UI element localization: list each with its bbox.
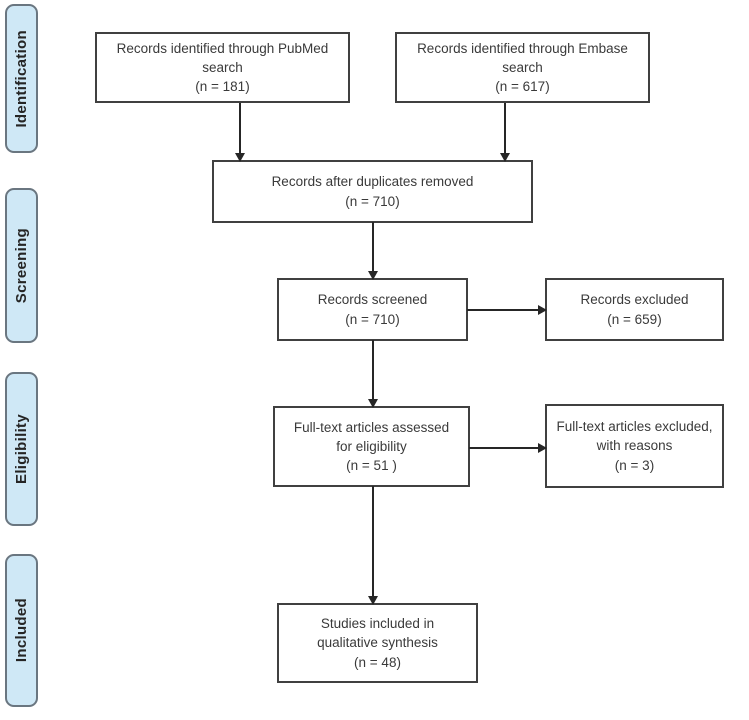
arrow-fulltext-to-excluded <box>469 447 546 449</box>
arrow-embase-to-duplicates <box>504 103 506 161</box>
arrow-duplicates-to-screened <box>372 222 374 279</box>
stage-label-text: Included <box>13 598 30 663</box>
box-text-line: (n = 181) <box>195 79 250 95</box>
stage-label-text: Identification <box>13 29 30 128</box>
box-text-line: Records screened <box>317 292 428 308</box>
stage-label-identification: Identification <box>5 4 38 153</box>
box-records-screened: Records screened (n = 710) <box>277 278 468 341</box>
box-text-line: (n = 710) <box>345 193 400 209</box>
box-records-identified-pubmed: Records identified through PubMed search… <box>95 32 350 103</box>
stage-label-text: Screening <box>13 227 30 304</box>
arrow-pubmed-to-duplicates <box>239 103 241 161</box>
box-text-line: qualitative synthesis <box>317 635 438 651</box>
box-text-line: Records after duplicates removed <box>271 174 474 190</box>
box-text-line: search <box>202 59 243 75</box>
box-text-line: Records identified through Embase <box>417 40 628 56</box>
box-text-line: Studies included in <box>320 616 435 632</box>
box-text-line: search <box>502 59 543 75</box>
box-text-line: for eligibility <box>336 438 407 454</box>
box-studies-included-qualitative-synthesis: Studies included in qualitative synthesi… <box>277 603 478 683</box>
box-text-line: (n = 48) <box>354 654 401 670</box>
box-text-line: Full-text articles excluded, <box>556 419 713 435</box>
box-text-line: (n = 617) <box>495 79 550 95</box>
box-text-line: (n = 3) <box>614 457 655 473</box>
arrow-screened-to-fulltext <box>372 340 374 407</box>
box-text-line: Full-text articles assessed <box>293 419 450 435</box>
box-records-excluded: Records excluded (n = 659) <box>545 278 724 341</box>
box-text-line: with reasons <box>596 438 673 454</box>
box-text-line: Records identified through PubMed <box>116 40 329 56</box>
box-fulltext-articles-assessed: Full-text articles assessed for eligibil… <box>273 406 470 487</box>
stage-label-text: Eligibility <box>13 414 30 484</box>
box-text-line: Records excluded <box>580 292 689 308</box>
box-text-line: (n = 659) <box>607 311 662 327</box>
stage-label-included: Included <box>5 554 38 707</box>
arrow-fulltext-to-included <box>372 486 374 604</box>
box-fulltext-articles-excluded: Full-text articles excluded, with reason… <box>545 404 724 488</box>
box-records-after-duplicates-removed: Records after duplicates removed (n = 71… <box>212 160 533 223</box>
box-records-identified-embase: Records identified through Embase search… <box>395 32 650 103</box>
stage-label-eligibility: Eligibility <box>5 372 38 526</box>
stage-label-screening: Screening <box>5 188 38 343</box>
box-text-line: (n = 710) <box>345 311 400 327</box>
box-text-line: (n = 51 ) <box>346 458 397 474</box>
arrow-screened-to-excluded <box>467 309 546 311</box>
